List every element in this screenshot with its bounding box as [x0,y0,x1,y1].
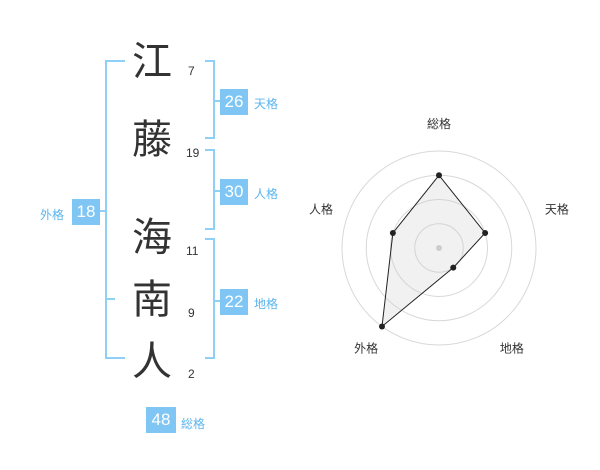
stroke-count-4: 9 [188,306,195,320]
radar-axis-label-2: 天格 [545,202,569,217]
so-kaku-label: 総格 [181,417,206,431]
stroke-count-5: 2 [188,367,195,381]
radar-axis-label-1: 総格 [427,116,451,131]
jin-kaku-value: 30 [220,179,248,205]
chi-kaku-value: 22 [220,289,248,315]
radar-axis-label-5: 人格 [309,202,333,217]
jin-kaku-label: 人格 [254,187,279,201]
stroke-count-2: 19 [186,146,200,160]
ten-kaku-value: 26 [220,89,248,115]
radar-point-2 [482,230,489,237]
radar-center [436,245,442,251]
gai-kaku-label: 外格 [40,208,65,222]
name-char-2: 藤 [132,117,172,163]
radar-area [381,174,486,328]
radar-axis-label-4: 外格 [354,340,378,355]
name-char-3: 海 [132,215,172,261]
gai-kaku-value: 18 [72,199,100,225]
name-char-5: 人 [132,339,172,385]
name-char-4: 南 [132,277,172,323]
ten-kaku-label: 天格 [254,97,279,111]
radar-point-3 [450,264,457,271]
radar-ring-4 [341,150,537,346]
name-char-1: 江 [132,39,172,85]
radar-point-5 [389,230,396,237]
radar-point-1 [436,172,442,179]
radar-ring-2 [390,199,488,297]
radar-point-4 [378,323,385,330]
so-kaku-value: 48 [146,407,176,433]
radar-axis-label-3: 地格 [500,340,524,355]
radar-ring-1 [414,223,464,273]
chi-kaku-label: 地格 [254,297,279,311]
stroke-count-1: 7 [188,64,195,78]
stroke-count-3: 11 [186,244,199,258]
